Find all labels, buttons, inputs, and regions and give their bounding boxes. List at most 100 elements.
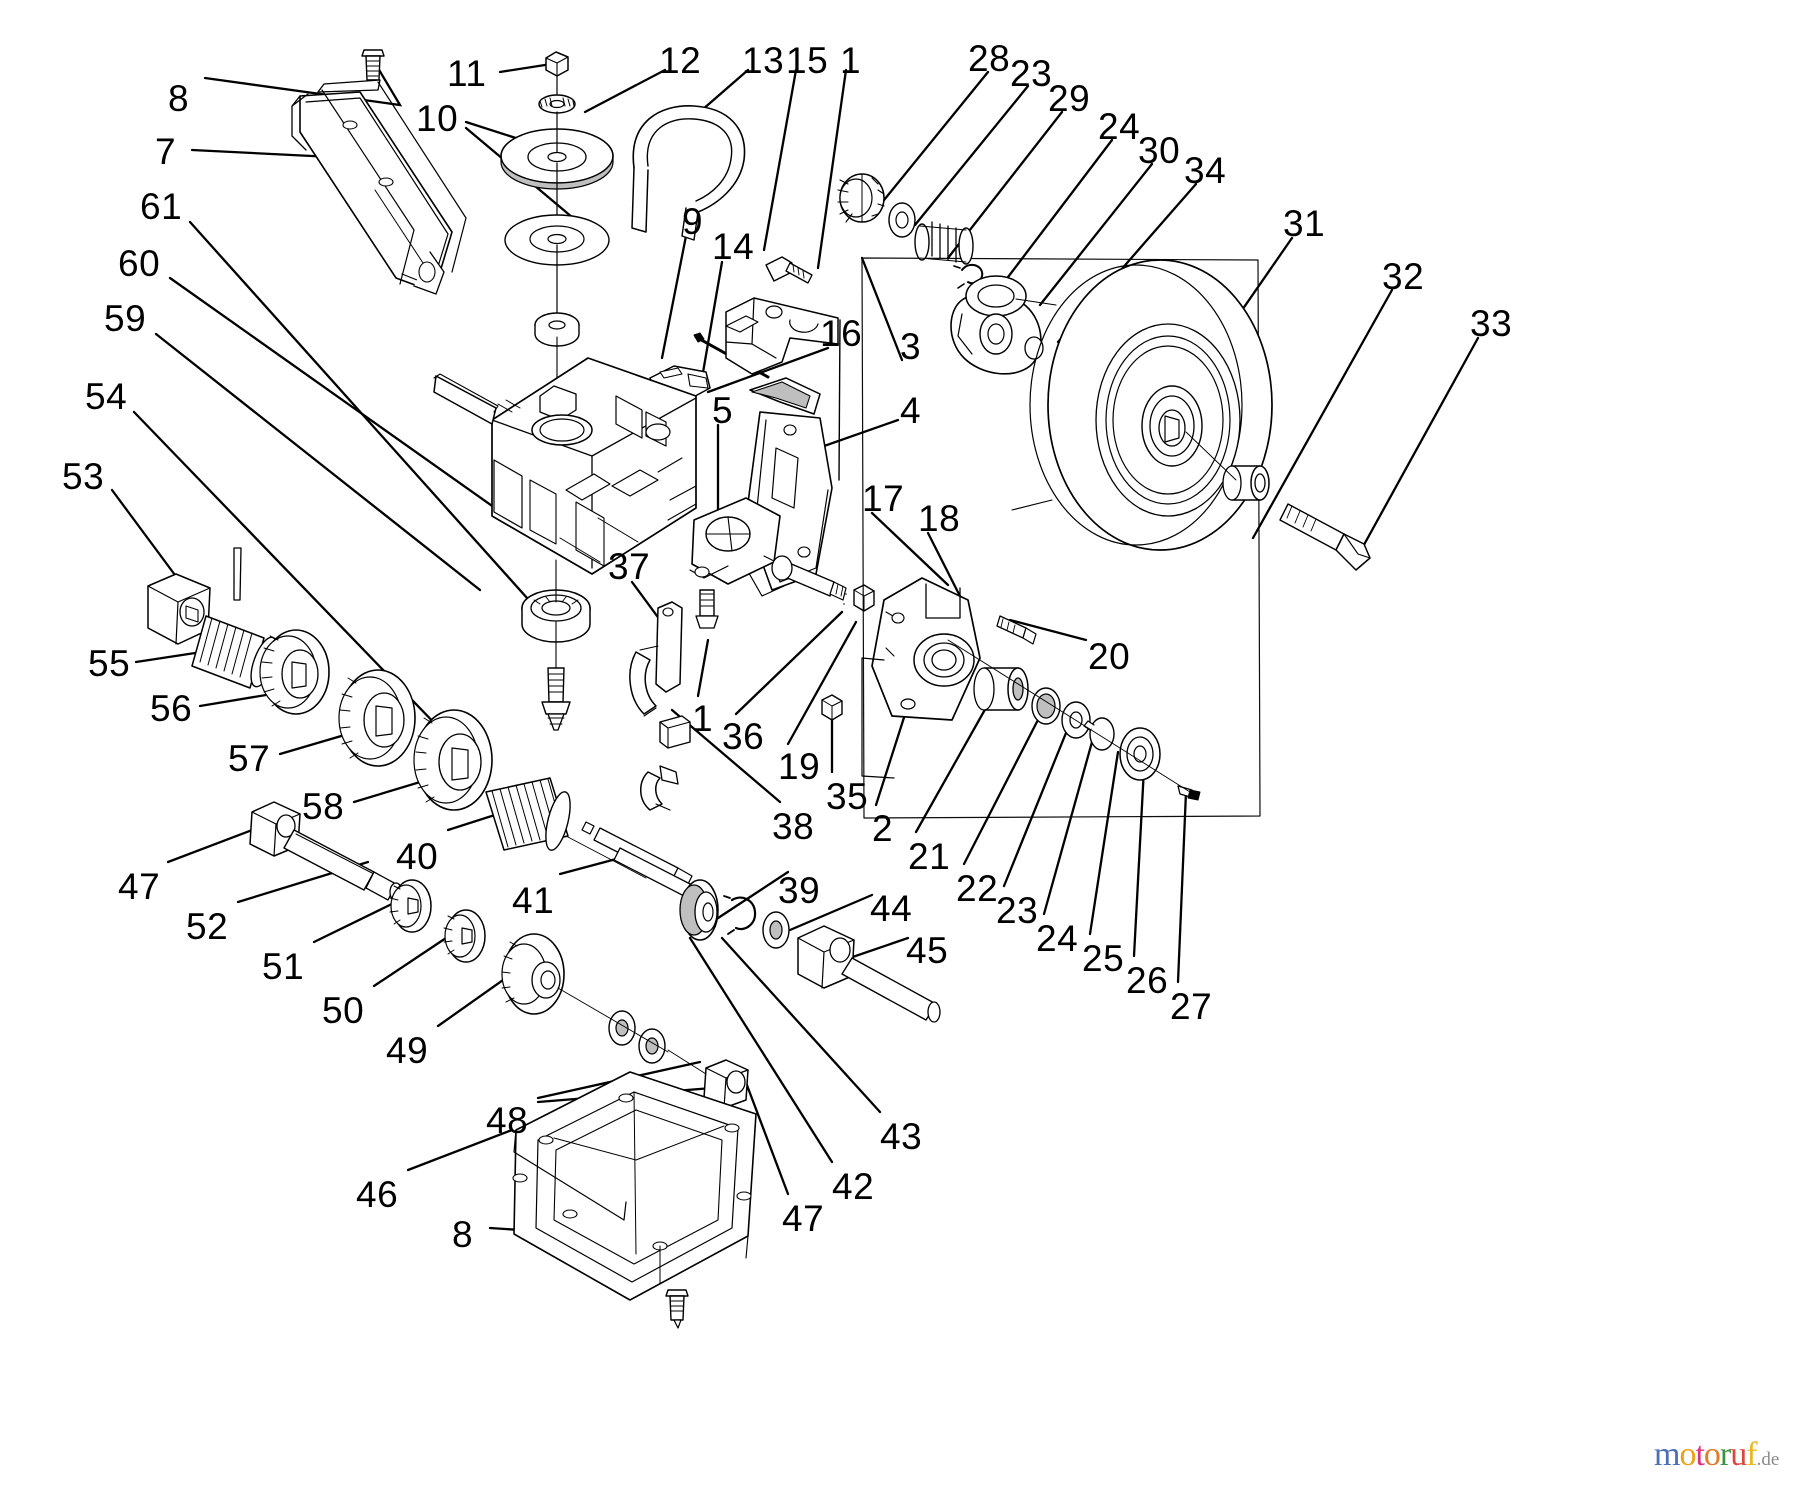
callout-number-8[interactable]: 8 — [452, 1214, 474, 1255]
callout-number-55[interactable]: 55 — [88, 643, 131, 684]
part-bushing-21 — [973, 667, 1029, 711]
callout-number-23[interactable]: 23 — [1010, 53, 1053, 94]
callout-number-35[interactable]: 35 — [826, 776, 869, 817]
callout-number-47[interactable]: 47 — [118, 866, 161, 907]
part-retainer-39 — [640, 765, 679, 811]
callout-number-49[interactable]: 49 — [386, 1030, 429, 1071]
callout-number-19[interactable]: 19 — [778, 746, 821, 787]
part-cam-bracket — [725, 297, 839, 375]
callout-number-54[interactable]: 54 — [85, 376, 128, 417]
callout-number-44[interactable]: 44 — [870, 888, 913, 929]
callout-number-4[interactable]: 4 — [900, 390, 922, 431]
callout-number-51[interactable]: 51 — [262, 946, 305, 987]
callout-number-47[interactable]: 47 — [782, 1198, 825, 1239]
callout-number-29[interactable]: 29 — [1048, 78, 1091, 119]
callout-number-7[interactable]: 7 — [155, 131, 177, 172]
leader-line — [630, 580, 662, 622]
callout-number-24[interactable]: 24 — [1036, 918, 1079, 959]
callout-number-32[interactable]: 32 — [1382, 256, 1425, 297]
callout-number-23[interactable]: 23 — [996, 890, 1039, 931]
callout-number-8[interactable]: 8 — [168, 78, 190, 119]
leader-line — [1176, 790, 1188, 984]
part-shift-fork-37 — [629, 601, 683, 717]
callout-number-1[interactable]: 1 — [840, 40, 862, 81]
callout-number-56[interactable]: 56 — [150, 688, 193, 729]
leader-line — [706, 346, 830, 394]
leader-line — [710, 870, 790, 924]
part-splined-shaft-40 — [485, 777, 647, 879]
part-washer-23a — [888, 202, 916, 238]
leader-line — [720, 936, 882, 1114]
part-washer-44 — [762, 911, 790, 949]
callout-number-15[interactable]: 15 — [786, 40, 829, 81]
callout-number-27[interactable]: 27 — [1170, 986, 1213, 1027]
callout-number-42[interactable]: 42 — [832, 1166, 875, 1207]
callout-number-14[interactable]: 14 — [712, 226, 755, 267]
leader-line — [1358, 336, 1480, 554]
part-snapring-43 — [723, 895, 757, 935]
callout-number-37[interactable]: 37 — [608, 546, 651, 587]
callout-number-13[interactable]: 13 — [742, 40, 785, 81]
watermark-letter: o — [1679, 1436, 1696, 1473]
callout-number-46[interactable]: 46 — [356, 1174, 399, 1215]
leader-line — [660, 234, 688, 360]
callout-number-50[interactable]: 50 — [322, 990, 365, 1031]
callout-number-17[interactable]: 17 — [862, 478, 905, 519]
callout-number-31[interactable]: 31 — [1283, 203, 1326, 244]
callout-number-36[interactable]: 36 — [722, 716, 765, 757]
callout-number-33[interactable]: 33 — [1470, 303, 1513, 344]
callout-number-43[interactable]: 43 — [880, 1116, 923, 1157]
callout-number-39[interactable]: 39 — [778, 870, 821, 911]
callout-number-12[interactable]: 12 — [659, 40, 702, 81]
callout-number-1[interactable]: 1 — [692, 698, 714, 739]
callout-number-25[interactable]: 25 — [1082, 938, 1125, 979]
part-gear-50 — [443, 909, 486, 963]
watermark-letter: u — [1730, 1436, 1747, 1473]
leader-line — [734, 610, 844, 716]
part-screw-bottom — [665, 1289, 689, 1329]
watermark-letter: o — [1703, 1436, 1721, 1473]
leader-line — [312, 898, 402, 944]
callout-number-21[interactable]: 21 — [908, 836, 951, 877]
callout-number-3[interactable]: 3 — [900, 326, 922, 367]
part-hex-nut-11 — [545, 51, 569, 97]
part-gear-49 — [501, 933, 565, 1015]
callout-number-34[interactable]: 34 — [1184, 150, 1227, 191]
callout-number-45[interactable]: 45 — [906, 930, 949, 971]
callout-number-9[interactable]: 9 — [682, 201, 704, 242]
callout-number-20[interactable]: 20 — [1088, 636, 1131, 677]
callout-number-53[interactable]: 53 — [62, 456, 105, 497]
callout-number-38[interactable]: 38 — [772, 806, 815, 847]
callout-number-2[interactable]: 2 — [872, 808, 894, 849]
callout-number-30[interactable]: 30 — [1138, 130, 1181, 171]
callout-number-26[interactable]: 26 — [1126, 960, 1169, 1001]
callout-number-16[interactable]: 16 — [820, 313, 863, 354]
callout-number-22[interactable]: 22 — [956, 868, 999, 909]
part-gear-59 — [413, 709, 493, 811]
callout-number-52[interactable]: 52 — [186, 906, 229, 947]
part-cup-38 — [659, 715, 691, 749]
callout-number-5[interactable]: 5 — [712, 390, 734, 431]
callout-number-58[interactable]: 58 — [302, 786, 345, 827]
leader-line — [788, 893, 874, 932]
part-bearing-bracket-5 — [689, 497, 785, 585]
leader-line — [1088, 750, 1120, 936]
callout-number-57[interactable]: 57 — [228, 738, 271, 779]
callout-number-28[interactable]: 28 — [968, 38, 1011, 79]
callout-number-10[interactable]: 10 — [416, 98, 459, 139]
leader-line — [1002, 726, 1070, 888]
callout-number-60[interactable]: 60 — [118, 243, 161, 284]
callout-number-11[interactable]: 11 — [447, 53, 487, 94]
leader-line — [696, 638, 710, 698]
callout-number-41[interactable]: 41 — [512, 880, 555, 921]
callout-number-61[interactable]: 61 — [140, 186, 183, 227]
callout-number-24[interactable]: 24 — [1098, 106, 1141, 147]
callout-number-59[interactable]: 59 — [104, 298, 147, 339]
callout-number-48[interactable]: 48 — [486, 1100, 529, 1141]
part-pan-46 — [512, 1071, 757, 1301]
part-spacer-32 — [1185, 431, 1270, 501]
callout-number-40[interactable]: 40 — [396, 836, 439, 877]
callout-number-18[interactable]: 18 — [918, 498, 961, 539]
part-washers-48 — [557, 987, 669, 1064]
